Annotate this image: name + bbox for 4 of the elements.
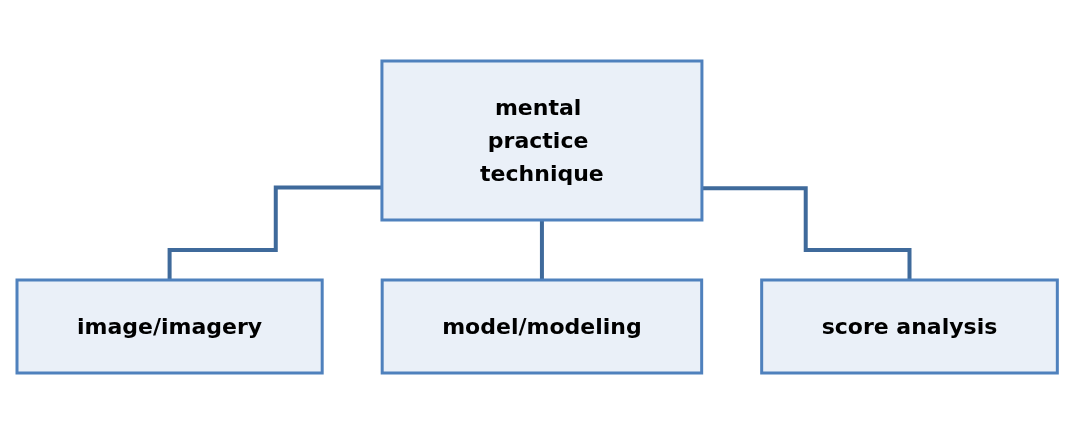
node-box: model/modeling bbox=[381, 278, 704, 375]
node-box: image/imagery bbox=[15, 278, 324, 375]
node-box: score analysis bbox=[760, 278, 1060, 375]
node-box: mental practice technique bbox=[380, 59, 704, 222]
